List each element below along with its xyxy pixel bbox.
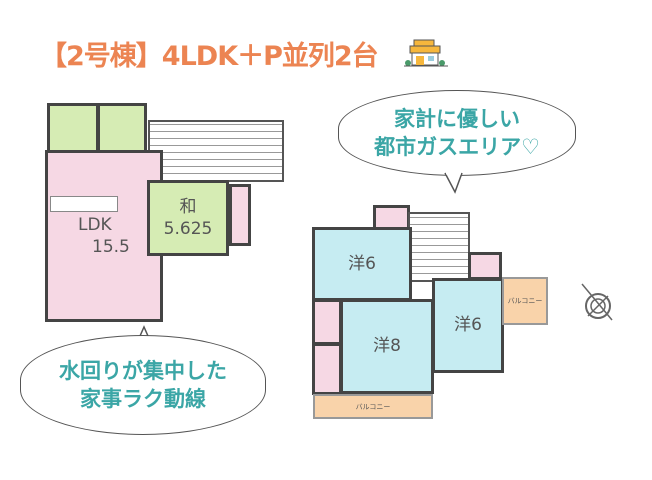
compass-icon bbox=[581, 283, 613, 321]
ldk-size: 15.5 bbox=[92, 237, 130, 257]
balcony-bottom: バルコニー bbox=[313, 394, 433, 419]
washitsu-room: 和 5.625 bbox=[147, 180, 229, 256]
speech-bubble-right: 家計に優しい都市ガスエリア♡ bbox=[338, 90, 576, 176]
page-title: 【2号棟】4LDK＋P並列2台 bbox=[40, 41, 379, 72]
western-room-6b: 洋6 bbox=[432, 278, 504, 373]
washitsu-label: 和 bbox=[179, 196, 197, 217]
ldk-label: LDK bbox=[78, 214, 112, 235]
balcony-right: バルコニー bbox=[502, 277, 548, 325]
ldk-room: LDK 15.5 bbox=[45, 150, 163, 322]
room-label: 洋6 bbox=[348, 253, 376, 274]
western-room-6a: 洋6 bbox=[312, 227, 412, 301]
room-label: 洋6 bbox=[454, 315, 482, 336]
house-icon bbox=[404, 39, 448, 67]
room-label: 洋8 bbox=[373, 336, 401, 357]
bubble-tail-right bbox=[444, 172, 463, 194]
speech-bubble-left: 水回りが集中した家事ラク動線 bbox=[20, 335, 266, 435]
western-room-8: 洋8 bbox=[340, 299, 434, 394]
washitsu-size: 5.625 bbox=[163, 219, 213, 239]
